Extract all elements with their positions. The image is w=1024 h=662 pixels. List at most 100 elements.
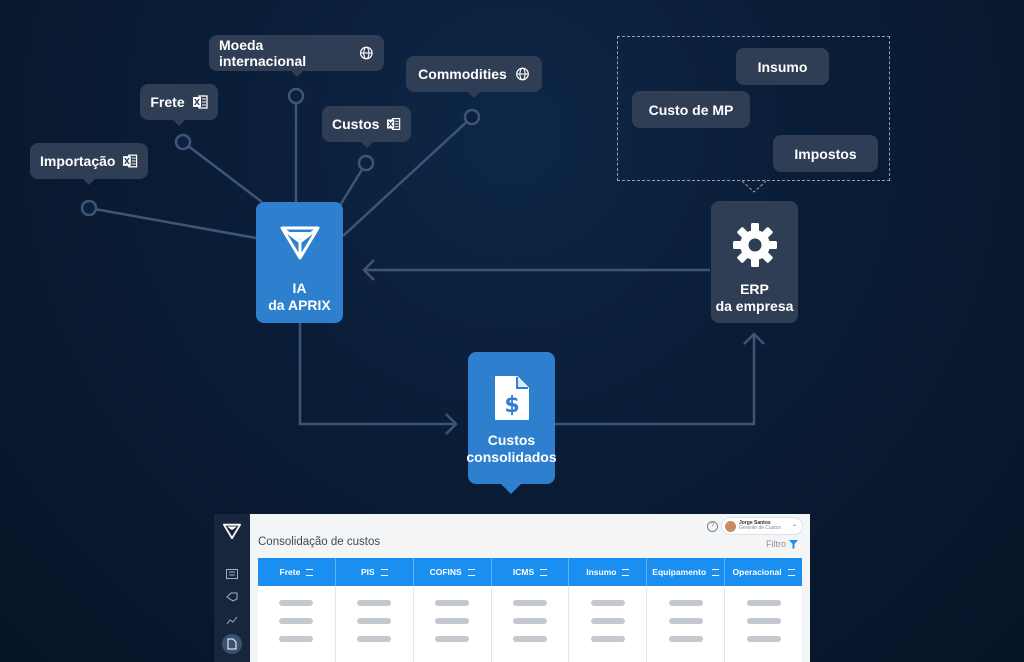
output-box-line1: Custos <box>487 432 536 448</box>
erp-item-label: Insumo <box>757 58 808 75</box>
svg-text:X: X <box>194 98 201 107</box>
placeholder-bar <box>435 600 470 606</box>
user-info: Jorge Santos Gerente de Custos <box>739 521 781 531</box>
erp-item-custo-mp: Custo de MP <box>632 91 750 128</box>
ia-box-line2: da APRIX <box>268 297 331 313</box>
placeholder-bar <box>590 600 625 606</box>
arrow-output-to-erp-head <box>743 332 765 345</box>
erp-box-line1: ERP <box>740 281 769 297</box>
list-icon[interactable] <box>226 569 238 579</box>
chart-icon[interactable] <box>226 615 238 625</box>
placeholder-bar <box>513 618 547 624</box>
help-icon[interactable]: ? <box>707 521 718 532</box>
user-name: Jorge Santos <box>739 520 771 526</box>
placeholder-bar <box>668 618 703 624</box>
node-dot-commodities <box>463 108 481 126</box>
table-header: Frete PIS COFINS ICMS Insumo Equipamento… <box>258 558 802 586</box>
placeholder-bar <box>668 636 703 642</box>
column-label: Operacional <box>732 567 782 577</box>
tag-icon[interactable] <box>226 592 238 602</box>
erp-item-label: Impostos <box>794 145 857 162</box>
table-column <box>336 586 414 662</box>
node-dot-custos <box>357 154 375 172</box>
aprix-logo-icon <box>280 226 319 260</box>
custos-consolidados-box: $ Custos consolidados <box>466 352 557 484</box>
table-column <box>725 586 802 662</box>
erp-item-insumo: Insumo <box>736 48 829 85</box>
erp-item-label: Custo de MP <box>648 101 734 118</box>
source-label: Importação <box>40 153 116 169</box>
table-body <box>258 586 802 662</box>
excel-icon: X <box>123 154 138 168</box>
table-column <box>569 586 648 662</box>
table-column <box>492 586 570 662</box>
placeholder-bar <box>668 600 703 606</box>
placeholder-bar <box>746 636 781 642</box>
output-box-tip <box>501 484 521 494</box>
source-tag-commodities: Commodities <box>406 56 542 98</box>
document-icon-active[interactable] <box>222 634 242 654</box>
connector-importacao <box>88 206 257 240</box>
document-icon <box>227 638 237 650</box>
placeholder-bar <box>435 636 470 642</box>
placeholder-bar <box>357 618 392 624</box>
avatar <box>725 520 736 532</box>
filter-lines-icon <box>787 568 795 576</box>
source-tag-frete: Frete X <box>140 84 218 126</box>
placeholder-bar <box>435 618 470 624</box>
output-box-line2: consolidados <box>466 449 557 465</box>
table-column <box>258 586 336 662</box>
placeholder-bar <box>746 618 781 624</box>
table-column <box>414 586 492 662</box>
placeholder-bar <box>513 636 547 642</box>
column-header-insumo[interactable]: Insumo <box>569 558 648 586</box>
node-dot-moeda <box>287 87 305 105</box>
page-title: Consolidação de custos <box>258 536 381 548</box>
svg-text:X: X <box>124 157 130 166</box>
source-label: Moeda internacional <box>219 37 307 69</box>
globe-icon <box>360 46 374 60</box>
excel-icon: X <box>387 117 401 131</box>
source-label: Frete <box>150 94 185 110</box>
filter-lines-icon <box>622 568 630 576</box>
placeholder-bar <box>746 600 781 606</box>
column-header-pis[interactable]: PIS <box>336 558 414 586</box>
source-label: Custos <box>332 116 380 132</box>
column-label: PIS <box>360 567 375 577</box>
filter-button[interactable]: Filtro <box>766 539 798 549</box>
svg-text:$: $ <box>504 393 519 418</box>
source-label: Commodities <box>418 66 507 82</box>
table-column <box>647 586 726 662</box>
ia-box-line1: IA <box>292 280 307 296</box>
connector-frete <box>182 141 263 203</box>
node-dot-importacao <box>80 199 98 217</box>
arrow-erp-to-ia-head <box>362 259 375 281</box>
filter-lines-icon <box>467 568 475 576</box>
source-tag-importacao: Importação X <box>30 143 148 185</box>
erp-box: ERP da empresa <box>711 201 798 323</box>
column-header-operacional[interactable]: Operacional <box>725 558 802 586</box>
column-header-equipamento[interactable]: Equipamento <box>647 558 726 586</box>
placeholder-bar <box>279 636 314 642</box>
placeholder-bar <box>279 618 314 624</box>
gear-icon <box>732 223 777 267</box>
column-header-cofins[interactable]: COFINS <box>414 558 492 586</box>
placeholder-bar <box>357 636 392 642</box>
user-menu[interactable]: Jorge Santos Gerente de Custos ⌄ <box>722 518 802 534</box>
source-tag-moeda: Moeda internacional <box>209 35 384 77</box>
column-header-frete[interactable]: Frete <box>258 558 336 586</box>
placeholder-bar <box>279 600 314 606</box>
dashboard-main: ? Jorge Santos Gerente de Custos ⌄ Conso… <box>250 514 810 662</box>
dashboard-sidebar <box>214 514 250 662</box>
node-dot-frete <box>174 133 192 151</box>
erp-items-frame <box>617 36 890 181</box>
erp-item-impostos: Impostos <box>773 135 878 172</box>
column-header-icms[interactable]: ICMS <box>492 558 570 586</box>
aprix-logo-icon[interactable] <box>223 522 241 540</box>
filter-lines-icon <box>540 568 548 576</box>
arrow-ia-to-output-head <box>445 413 458 435</box>
column-label: Insumo <box>586 567 617 577</box>
globe-icon <box>515 67 529 81</box>
ia-aprix-box: IA da APRIX <box>256 202 343 323</box>
